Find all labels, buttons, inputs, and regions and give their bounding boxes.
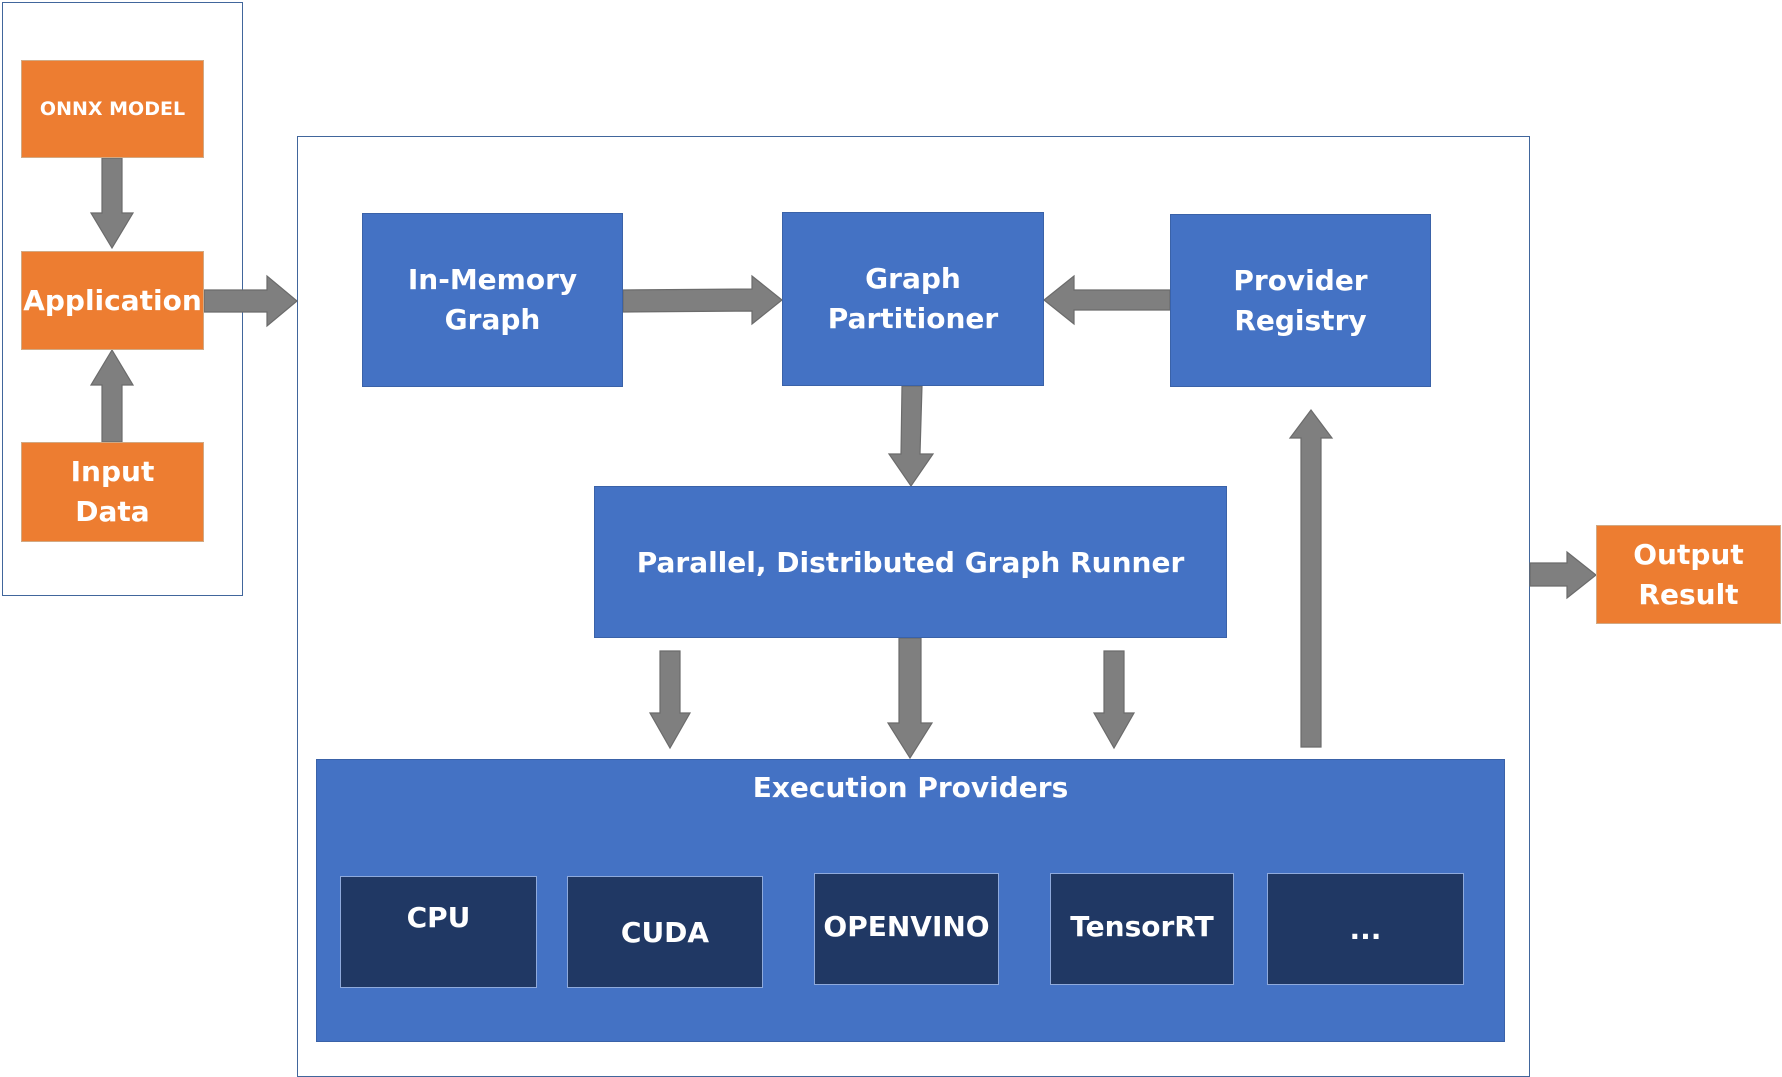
in-memory-graph-box: In-Memory Graph [362,213,623,387]
output-result-box: Output Result [1596,525,1781,624]
arrow-runtime-to-output [1529,550,1597,600]
arrow-registry-to-partitioner [1043,274,1171,326]
provider-openvino: OPENVINO [814,873,999,985]
arrow-providers-to-registry [1288,409,1334,748]
arrow-application-to-runtime [203,274,298,328]
graph-runner-box: Parallel, Distributed Graph Runner [594,486,1227,638]
arrow-runner-to-providers-2 [886,637,934,760]
application-box: Application [21,251,204,350]
provider-more: ... [1267,873,1464,985]
graph-partitioner-box: Graph Partitioner [782,212,1044,386]
arrow-model-to-application [89,157,135,250]
provider-cpu: CPU [340,876,537,988]
provider-tensorrt: TensorRT [1050,873,1234,985]
arrow-partitioner-to-runner [887,385,935,488]
arrow-runner-to-providers-1 [648,650,692,750]
provider-cuda: CUDA [567,876,763,988]
arrow-runner-to-providers-3 [1092,650,1136,750]
input-data-box: Input Data [21,442,204,542]
provider-registry-box: Provider Registry [1170,214,1431,387]
arrow-graph-to-partitioner [622,274,783,326]
arrow-input-to-application [89,348,135,443]
onnx-model-box: ONNX MODEL [21,60,204,158]
execution-providers-title: Execution Providers [752,771,1069,804]
